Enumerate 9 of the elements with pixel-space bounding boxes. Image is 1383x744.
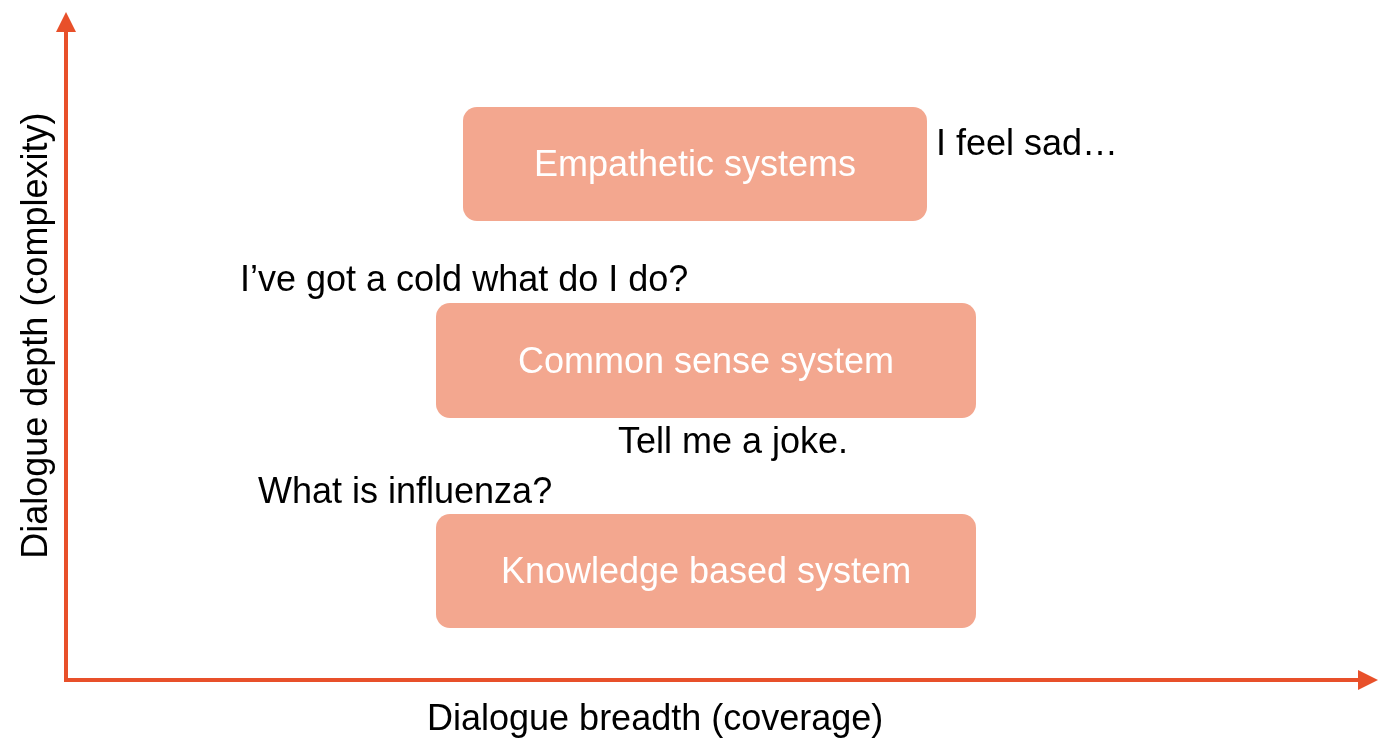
example-utterance: Tell me a joke. xyxy=(618,420,849,462)
system-box: Empathetic systems xyxy=(463,107,927,221)
system-box: Common sense system xyxy=(436,303,976,418)
system-box: Knowledge based system xyxy=(436,514,976,628)
example-utterance: I feel sad… xyxy=(936,122,1119,164)
axis-title: Dialogue breadth (coverage) xyxy=(427,697,884,739)
axis-title: Dialogue depth (complexity) xyxy=(14,112,56,559)
example-utterance: I’ve got a cold what do I do? xyxy=(240,258,689,300)
example-utterance: What is influenza? xyxy=(258,470,553,512)
